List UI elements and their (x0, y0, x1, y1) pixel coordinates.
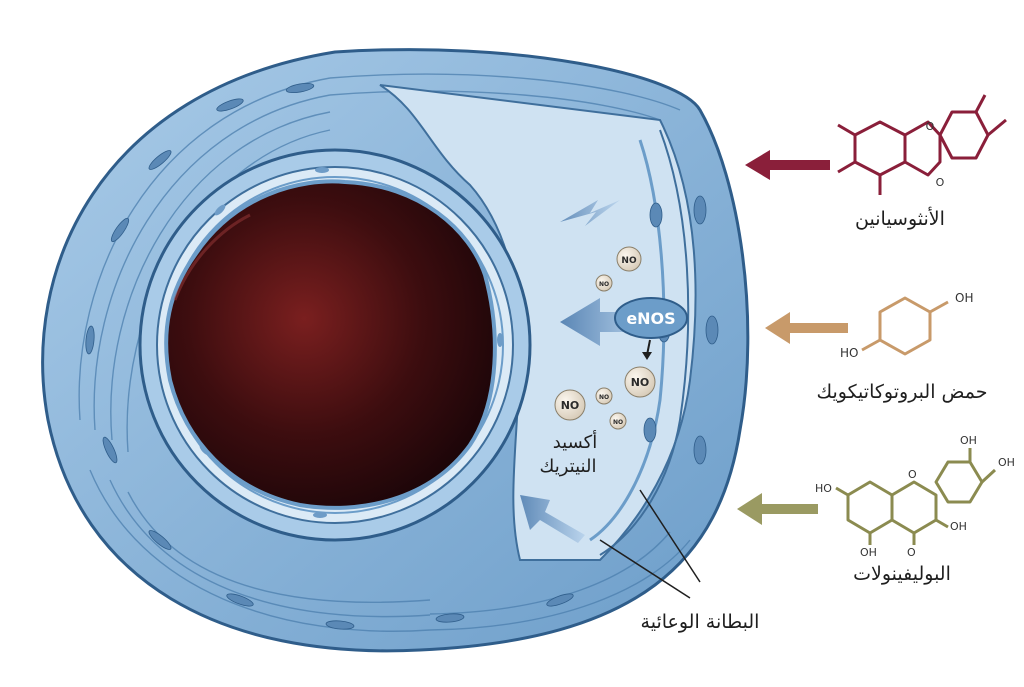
anthocyanin-label: الأنثوسيانين (855, 207, 945, 230)
protocatechuic-group: OH HO حمض البروتوكاتيكويك (765, 291, 988, 403)
atom-oh: OH (960, 434, 977, 447)
no-molecule: NO (595, 274, 613, 292)
atom-oh: OH (950, 520, 967, 533)
atom-oh: OH (955, 291, 973, 305)
atom-o: O (936, 176, 945, 189)
svg-text:NO: NO (599, 281, 609, 288)
anthocyanin-structure (837, 94, 1007, 195)
anthocyanin-group: O O الأنثوسيانين (745, 94, 1007, 230)
svg-text:NO: NO (561, 399, 580, 412)
svg-text:NO: NO (613, 419, 623, 426)
polyphenol-group: HO O OH OH O OH OH البوليفينولات (737, 434, 1015, 585)
protocatechuic-structure (861, 296, 949, 356)
nitric-oxide-line2: النيتريك (540, 456, 597, 477)
polyphenol-label: البوليفينولات (853, 563, 951, 585)
endothelium-label: البطانة الوعائية (641, 611, 760, 633)
no-molecule: NO (595, 387, 613, 405)
protocatechuic-arrow (765, 312, 848, 344)
nitric-oxide-label: أكسيد النيتريك (540, 430, 598, 477)
atom-ho: HO (815, 482, 832, 495)
atom-oh: OH (860, 546, 877, 559)
nitric-oxide-molecules: NO NO NO NO NO NO (554, 246, 656, 430)
protocatechuic-label: حمض البروتوكاتيكويك (816, 381, 987, 403)
atom-o: O (908, 468, 917, 481)
nitric-oxide-line1: أكسيد (553, 430, 598, 453)
atom-o: O (926, 120, 935, 133)
vessel-lumen (138, 148, 532, 542)
anthocyanin-arrow (745, 150, 830, 180)
polyphenol-structure (835, 448, 997, 545)
atom-o: O (907, 546, 916, 559)
enos-output-arrow (560, 298, 650, 346)
no-molecule: NO (624, 366, 656, 398)
svg-text:NO: NO (621, 256, 637, 266)
atom-oh: OH (998, 456, 1015, 469)
flow-arrows (520, 200, 650, 543)
atom-ho: HO (840, 346, 858, 360)
svg-text:NO: NO (631, 376, 650, 389)
enos-bubble: eNOS (614, 297, 688, 360)
no-molecule: NO (616, 246, 642, 272)
enos-label: eNOS (626, 309, 675, 328)
endothelium-callout: البطانة الوعائية (599, 489, 760, 633)
no-molecule: NO (609, 412, 627, 430)
svg-text:NO: NO (599, 394, 609, 401)
no-molecule: NO (554, 389, 586, 421)
polyphenol-arrow (737, 493, 818, 525)
